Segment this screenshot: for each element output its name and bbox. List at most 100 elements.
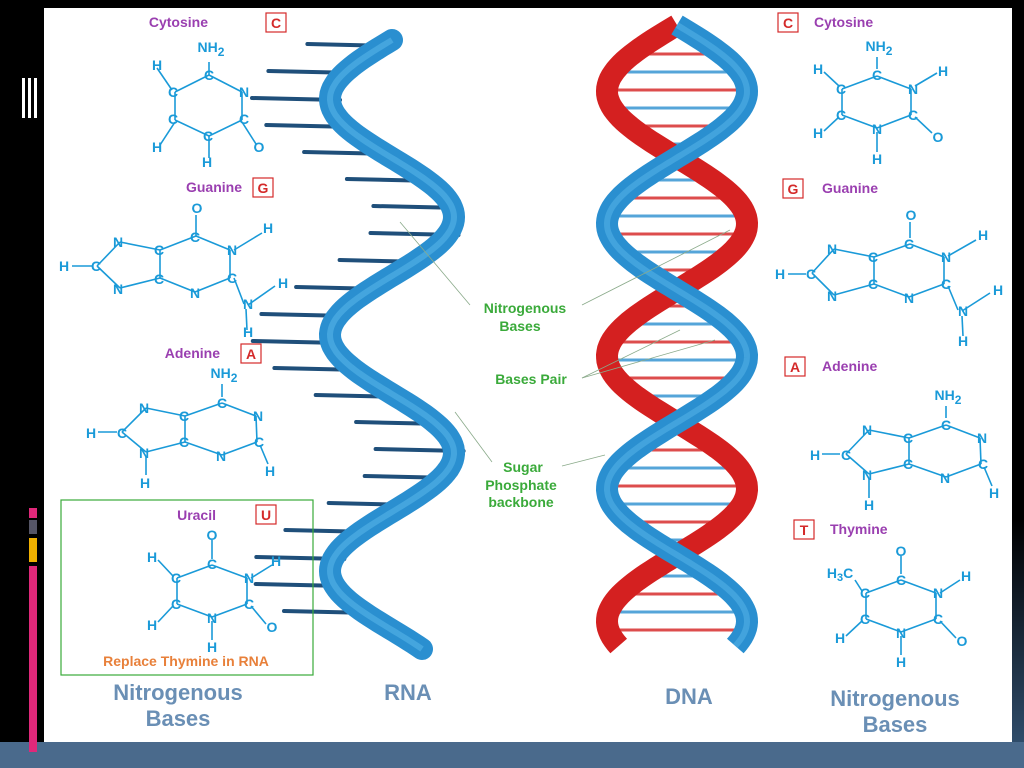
svg-text:H: H [152, 57, 162, 73]
svg-text:N: N [113, 281, 123, 297]
left-caption-line2: Bases [146, 706, 211, 731]
svg-text:O: O [896, 543, 907, 559]
svg-text:N: N [207, 610, 217, 626]
svg-text:H: H [147, 617, 157, 633]
right-caption-line1: Nitrogenous [830, 686, 960, 711]
svg-text:NH2: NH2 [935, 387, 962, 407]
svg-text:C: C [190, 229, 200, 245]
svg-text:H: H [202, 154, 212, 170]
center-nitrogenous-label-1: Nitrogenous [484, 300, 567, 316]
base-name: Guanine [822, 180, 878, 196]
center-nitrogenous-label-2: Bases [499, 318, 540, 334]
svg-text:H: H [813, 61, 823, 77]
svg-text:C: C [239, 111, 249, 127]
svg-text:H: H [207, 639, 217, 655]
svg-text:C: C [841, 447, 851, 463]
svg-text:C: C [171, 570, 181, 586]
sugar-label-1: Sugar [503, 459, 543, 475]
left-caption-line1: Nitrogenous [113, 680, 243, 705]
svg-text:H3C: H3C [827, 565, 853, 584]
svg-text:N: N [862, 422, 872, 438]
svg-text:H: H [86, 425, 96, 441]
svg-text:O: O [957, 633, 968, 649]
svg-text:C: C [204, 67, 214, 83]
bases-pair-label: Bases Pair [495, 371, 567, 387]
svg-text:C: C [154, 242, 164, 258]
svg-text:H: H [140, 475, 150, 491]
svg-text:H: H [993, 282, 1003, 298]
svg-text:C: C [933, 611, 943, 627]
right-guanine: G Guanine O C N C N C C [775, 178, 1003, 349]
svg-text:C: C [904, 236, 914, 252]
svg-text:C: C [868, 249, 878, 265]
rna-helix [250, 29, 466, 660]
svg-text:C: C [207, 556, 217, 572]
svg-text:N: N [139, 400, 149, 416]
svg-text:C: C [978, 456, 988, 472]
left-cytosine: Cytosine C NH2 C N C C C C H H H [149, 12, 287, 170]
svg-text:N: N [253, 408, 263, 424]
base-letter: C [271, 15, 281, 31]
svg-text:N: N [862, 467, 872, 483]
svg-text:H: H [147, 549, 157, 565]
svg-text:O: O [207, 527, 218, 543]
svg-text:N: N [227, 242, 237, 258]
base-name: Adenine [165, 345, 220, 361]
svg-text:N: N [139, 445, 149, 461]
left-guanine: Guanine G O C N C N C [59, 177, 288, 340]
diagram-panel [44, 8, 1012, 742]
base-name: Thymine [830, 521, 888, 537]
svg-text:N: N [243, 296, 253, 312]
svg-text:N: N [958, 303, 968, 319]
svg-text:N: N [908, 81, 918, 97]
svg-text:C: C [203, 128, 213, 144]
svg-text:H: H [958, 333, 968, 349]
left-adenine: Adenine A NH2 C N C N C C N [86, 343, 275, 491]
base-name: Guanine [186, 179, 242, 195]
svg-text:H: H [243, 324, 253, 340]
right-caption-line2: Bases [863, 712, 928, 737]
svg-text:C: C [244, 596, 254, 612]
svg-text:N: N [933, 585, 943, 601]
svg-text:H: H [59, 258, 69, 274]
svg-text:H: H [265, 463, 275, 479]
svg-text:N: N [941, 249, 951, 265]
svg-text:C: C [836, 81, 846, 97]
svg-text:H: H [152, 139, 162, 155]
base-letter: G [258, 180, 269, 196]
svg-text:C: C [217, 395, 227, 411]
svg-text:H: H [938, 63, 948, 79]
svg-text:C: C [154, 271, 164, 287]
svg-text:C: C [896, 572, 906, 588]
svg-text:NH2: NH2 [866, 38, 893, 58]
svg-text:C: C [941, 417, 951, 433]
uracil-box [60, 499, 314, 676]
svg-text:C: C [179, 434, 189, 450]
svg-text:C: C [941, 276, 951, 292]
svg-text:O: O [192, 200, 203, 216]
pointer-lines [399, 221, 731, 467]
svg-text:N: N [190, 285, 200, 301]
left-uracil: Uracil U O C N C N C C H H H [60, 499, 314, 676]
sugar-label-2: Phosphate [485, 477, 557, 493]
svg-text:N: N [872, 121, 882, 137]
base-name: Cytosine [814, 14, 873, 30]
svg-text:H: H [263, 220, 273, 236]
right-thymine: T Thymine O C N C N C C H3C H H [793, 519, 971, 670]
svg-text:H: H [813, 125, 823, 141]
svg-text:N: N [239, 84, 249, 100]
svg-text:H: H [864, 497, 874, 513]
svg-text:H: H [835, 630, 845, 646]
svg-text:C: C [868, 276, 878, 292]
svg-text:N: N [904, 290, 914, 306]
base-letter: G [788, 181, 799, 197]
svg-text:O: O [254, 139, 265, 155]
svg-text:C: C [254, 434, 264, 450]
svg-text:N: N [113, 234, 123, 250]
uracil-note: Replace Thymine in RNA [103, 653, 269, 669]
svg-text:C: C [171, 596, 181, 612]
base-name: Adenine [822, 358, 877, 374]
base-letter: U [261, 507, 271, 523]
svg-text:N: N [827, 241, 837, 257]
svg-text:C: C [836, 107, 846, 123]
